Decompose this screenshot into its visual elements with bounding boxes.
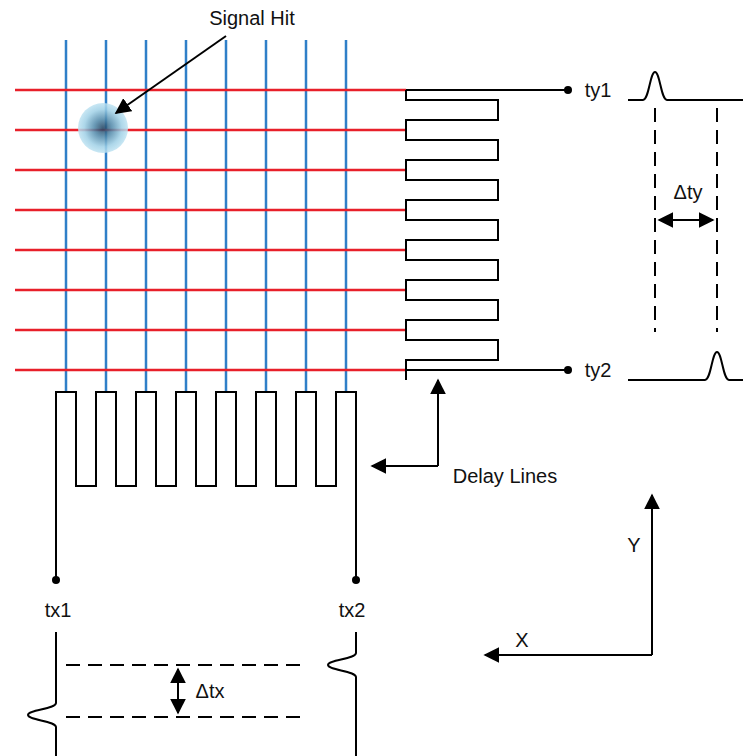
y-wire xyxy=(15,369,406,372)
axis-label: Y xyxy=(627,534,640,557)
callout-label: Signal Hit xyxy=(209,7,295,30)
signal-name: ty1 xyxy=(585,79,612,102)
y-wire xyxy=(15,289,406,292)
x-wire xyxy=(65,40,68,392)
y-wire xyxy=(15,129,406,132)
x-wire xyxy=(225,40,228,392)
x-wire xyxy=(265,40,268,392)
y-wire xyxy=(15,89,406,92)
x-wire xyxy=(305,40,308,392)
x-wire xyxy=(185,40,188,392)
x-wire xyxy=(345,40,348,392)
y-wire xyxy=(15,249,406,252)
x-wire xyxy=(105,40,108,392)
time-difference: Δtx xyxy=(196,680,225,703)
axis-label: X xyxy=(515,629,528,652)
y-wire xyxy=(15,209,406,212)
y-wires xyxy=(15,90,406,370)
arrows xyxy=(116,36,713,713)
delay-lines xyxy=(56,90,568,580)
y-wire xyxy=(15,329,406,332)
terminal-dots xyxy=(52,86,572,584)
signal-name: tx2 xyxy=(339,599,366,622)
signal-name: ty2 xyxy=(585,359,612,382)
pulse-traces xyxy=(28,72,743,756)
timing-dashes xyxy=(66,108,717,717)
signal-name: tx1 xyxy=(45,599,72,622)
callout-label: Delay Lines xyxy=(453,465,558,488)
time-difference: Δty xyxy=(674,181,703,204)
x-wires xyxy=(66,40,346,392)
y-wire xyxy=(15,169,406,172)
